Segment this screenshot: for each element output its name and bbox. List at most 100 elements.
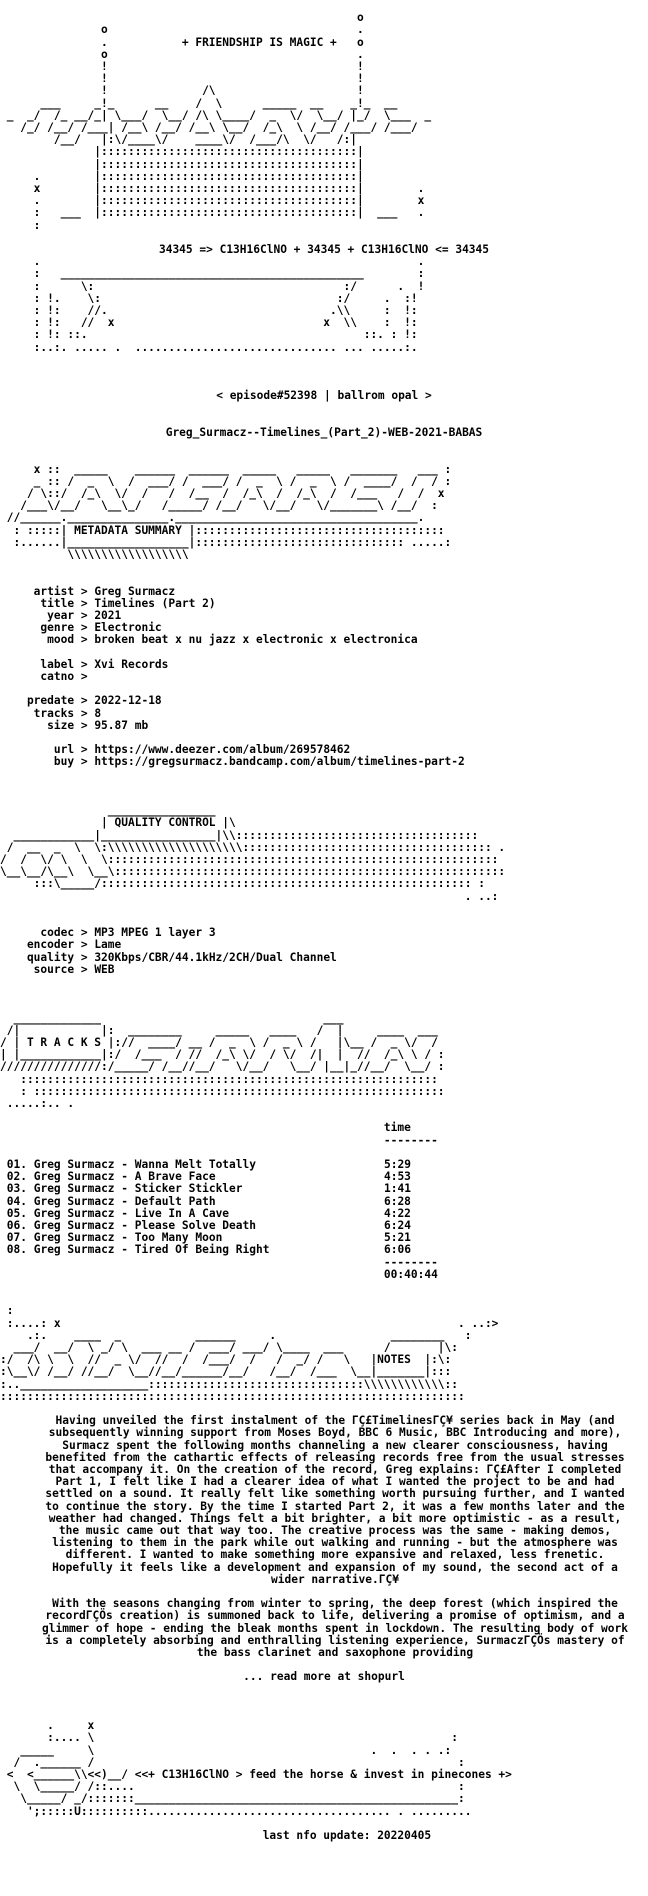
track-duration: 1:41 <box>383 1182 411 1196</box>
metadata-fields-release: predate > 2022-12-18 tracks > 8 size > 9… <box>0 695 648 732</box>
field-key: quality <box>0 950 75 964</box>
track-duration: 6:06 <box>383 1243 411 1257</box>
track-number: 06. <box>6 1218 27 1232</box>
track-row: 07. Greg Surmacz - Too Many Moon 5:21 <box>0 1232 648 1244</box>
field-row: encoder > Lame <box>0 938 122 952</box>
tracks-section: _____________ ___ /| |: ________ _____ _… <box>0 1011 648 1281</box>
field-key: title <box>0 596 75 610</box>
time-column-label: time <box>383 1121 411 1135</box>
field-value: Greg Surmacz <box>94 584 176 598</box>
field-value: 2021 <box>94 608 122 622</box>
header-section: o o . . + FRIENDSHIP IS MAGIC + o o . ! <box>0 0 648 439</box>
track-duration: 5:29 <box>383 1157 411 1171</box>
field-row: catno > <box>0 669 95 683</box>
field-value: 95.87 mb <box>94 718 149 732</box>
quality-fields: codec > MP3 MPEG 1 layer 3 encoder > Lam… <box>0 927 648 976</box>
field-row: codec > MP3 MPEG 1 layer 3 <box>0 926 216 940</box>
field-row: quality > 320Kbps/CBR/44.1kHz/2CH/Dual C… <box>0 950 337 964</box>
track-number: 02. <box>6 1170 27 1184</box>
read-more-link[interactable]: ... read more at shopurl <box>243 1670 405 1684</box>
metadata-section: x :: _____ ______ ______ _____ _____ ___… <box>0 462 648 769</box>
field-value[interactable]: https://gregsurmacz.bandcamp.com/album/t… <box>94 755 465 769</box>
field-value: Xvi Records <box>94 657 169 671</box>
metadata-fields-main: artist > Greg Surmacz title > Timelines … <box>0 584 648 647</box>
track-title: Greg Surmacz - Tired Of Being Right <box>33 1243 270 1257</box>
field-value: broken beat x nu jazz x electronic x ele… <box>94 633 418 647</box>
track-title: Greg Surmacz - Please Solve Death <box>33 1218 256 1232</box>
track-row: 05. Greg Surmacz - Live In A Cave 4:22 <box>0 1206 648 1220</box>
field-value[interactable]: https://www.deezer.com/album/269578462 <box>94 743 351 757</box>
track-row: 06. Greg Surmacz - Please Solve Death 6:… <box>0 1218 648 1232</box>
track-title: Greg Surmacz - Sticker Stickler <box>33 1182 243 1196</box>
metadata-fields-label: label > Xvi Records catno > <box>0 657 648 683</box>
track-duration: 6:28 <box>383 1194 411 1208</box>
footer-ascii-art: . x :.... \ : _____ \ . . . . .: / .____… <box>6 1719 512 1818</box>
track-number: 05. <box>6 1206 27 1220</box>
notes-paragraph-2: With the seasons changing from winter to… <box>42 1597 635 1659</box>
field-row: label > Xvi Records <box>0 657 169 671</box>
field-value: Lame <box>94 938 122 952</box>
field-key: label <box>0 657 75 671</box>
track-duration: 5:21 <box>383 1231 411 1245</box>
tracks-time-rule: -------- <box>383 1133 438 1147</box>
header-ascii-art-bottom: . . : __________________________________… <box>33 255 425 354</box>
field-row: size > 95.87 mb <box>0 718 149 732</box>
track-number: 01. <box>6 1157 27 1171</box>
track-number: 03. <box>6 1182 27 1196</box>
field-key: genre <box>0 621 75 635</box>
track-list: 01. Greg Surmacz - Wanna Melt Totally 5:… <box>0 1157 648 1257</box>
field-key: source <box>0 962 75 976</box>
field-row: genre > Electronic <box>0 621 162 635</box>
formula-line: 34345 => C13H16ClNO + 34345 + C13H16ClNO… <box>158 243 490 257</box>
track-title: Greg Surmacz - Default Path <box>33 1194 216 1208</box>
field-row: predate > 2022-12-18 <box>0 694 162 708</box>
field-key: mood <box>0 633 75 647</box>
tracks-time-header: time <box>0 1122 648 1134</box>
track-row: 02. Greg Surmacz - A Brave Face 4:53 <box>0 1171 648 1183</box>
field-key: predate <box>0 694 75 708</box>
field-row: tracks > 8 <box>0 706 102 720</box>
field-value: Electronic <box>94 621 162 635</box>
field-value: MP3 MPEG 1 layer 3 <box>94 926 216 940</box>
field-key: size <box>0 718 75 732</box>
notes-paragraph-1: Having unveiled the first instalment of … <box>45 1414 632 1586</box>
track-title: Greg Surmacz - A Brave Face <box>33 1170 216 1184</box>
tracks-total-rule: -------- <box>383 1255 438 1269</box>
field-key: codec <box>0 926 75 940</box>
field-key: url <box>0 743 75 757</box>
total-duration: 00:40:44 <box>383 1267 438 1281</box>
quality-control-banner: ________________ | QUALITY CONTROL |\ __… <box>0 804 506 903</box>
field-key: year <box>0 608 75 622</box>
field-key: buy <box>0 755 75 769</box>
quality-section: ________________ | QUALITY CONTROL |\ __… <box>0 805 648 976</box>
tracks-total-time: 00:40:44 <box>0 1267 648 1281</box>
track-title: Greg Surmacz - Live In A Cave <box>33 1206 230 1220</box>
field-value: WEB <box>94 962 115 976</box>
track-row: 08. Greg Surmacz - Tired Of Being Right … <box>0 1244 648 1256</box>
field-row: title > Timelines (Part 2) <box>0 596 216 610</box>
field-row: mood > broken beat x nu jazz x electroni… <box>0 633 418 647</box>
field-value: Timelines (Part 2) <box>94 596 216 610</box>
track-title: Greg Surmacz - Wanna Melt Totally <box>33 1157 256 1171</box>
tracks-banner: _____________ ___ /| |: ________ _____ _… <box>0 1011 445 1110</box>
track-duration: 4:22 <box>383 1206 411 1220</box>
field-key: tracks <box>0 706 75 720</box>
episode-line: < episode#52398 | ballrom opal > <box>216 389 432 403</box>
field-row: buy > https://gregsurmacz.bandcamp.com/a… <box>0 755 465 769</box>
track-duration: 4:53 <box>383 1170 411 1184</box>
footer-section: . x :.... \ : _____ \ . . . . .: / .____… <box>0 1720 648 1842</box>
last-update-line: last nfo update: 20220405 <box>262 1828 432 1842</box>
field-key: encoder <box>0 938 75 952</box>
track-duration: 6:24 <box>383 1218 411 1232</box>
track-row: 04. Greg Surmacz - Default Path 6:28 <box>0 1194 648 1208</box>
field-row: artist > Greg Surmacz <box>0 584 176 598</box>
track-title: Greg Surmacz - Too Many Moon <box>33 1231 223 1245</box>
notes-section: : :....: x . ..:> .:. ____ _ ______ . __… <box>0 1305 648 1683</box>
track-row: 03. Greg Surmacz - Sticker Stickler 1:41 <box>0 1183 648 1195</box>
field-row: url > https://www.deezer.com/album/26957… <box>0 743 351 757</box>
metadata-summary-banner: x :: _____ ______ ______ _____ _____ ___… <box>6 462 452 561</box>
field-row: source > WEB <box>0 962 115 976</box>
field-value: 320Kbps/CBR/44.1kHz/2CH/Dual Channel <box>94 950 337 964</box>
notes-banner: : :....: x . ..:> .:. ____ _ ______ . __… <box>0 1304 499 1403</box>
